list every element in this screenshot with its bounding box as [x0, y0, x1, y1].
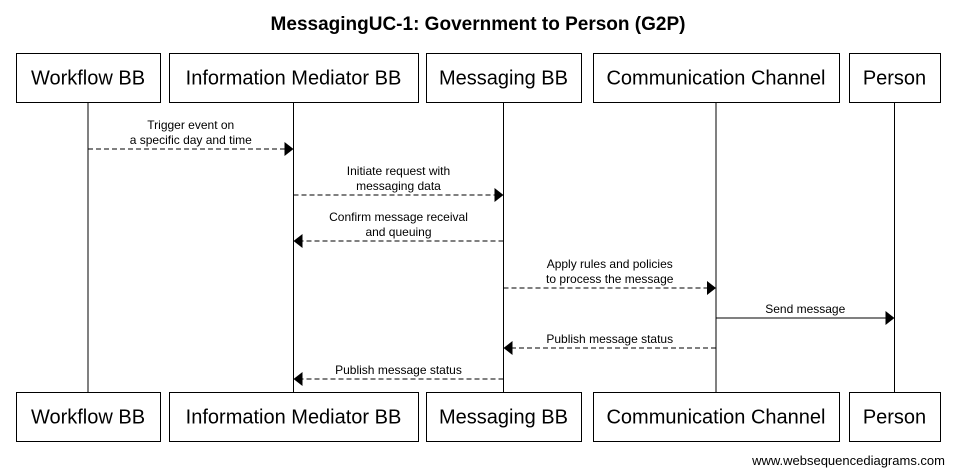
participant-label: Person: [863, 68, 926, 90]
arrowhead: [284, 142, 294, 156]
participant-person-bottom: Person: [849, 392, 941, 442]
participant-label: Messaging BB: [439, 68, 568, 90]
participant-box: [16, 53, 161, 103]
arrowhead: [494, 188, 504, 202]
participant-label: Messaging BB: [439, 407, 568, 429]
participant-person-top: Person: [849, 53, 941, 103]
arrowhead: [885, 311, 895, 325]
participant-box: [849, 392, 941, 442]
participants: Workflow BB Workflow BB Information Mediat…: [16, 53, 941, 442]
participant-label: Information Mediator BB: [186, 68, 402, 90]
message-label: a specific day and time: [130, 133, 252, 147]
messages: Trigger event ona specific day and timeI…: [88, 118, 895, 386]
participant-box: [593, 53, 840, 103]
participant-channel-bottom: Communication Channel: [593, 392, 840, 442]
message-label: Publish message status: [335, 363, 462, 377]
participant-messaging-top: Messaging BB: [426, 53, 582, 103]
participant-label: Communication Channel: [606, 68, 825, 90]
participant-box: [593, 392, 840, 442]
arrowhead: [503, 341, 513, 355]
message-5: Send message: [716, 302, 895, 325]
message-label: messaging data: [356, 179, 441, 193]
participant-messaging-bottom: Messaging BB: [426, 392, 582, 442]
message-7: Publish message status: [293, 363, 504, 386]
message-label: Confirm message receival: [329, 210, 468, 224]
message-label: and queuing: [365, 225, 431, 239]
participant-channel-top: Communication Channel: [593, 53, 840, 103]
participant-label: Person: [863, 407, 926, 429]
participant-box: [849, 53, 941, 103]
participant-im-top: Information Mediator BB: [169, 53, 419, 103]
participant-box: [16, 392, 161, 442]
participant-im-bottom: Information Mediator BB: [169, 392, 419, 442]
participant-box: [426, 392, 582, 442]
arrowhead: [293, 372, 303, 386]
message-1: Trigger event ona specific day and time: [88, 118, 294, 156]
message-label: Send message: [765, 302, 845, 316]
message-6: Publish message status: [503, 332, 716, 355]
footer-credit: www.websequencediagrams.com: [751, 453, 945, 468]
lifelines: [87, 102, 895, 392]
arrowhead: [293, 234, 303, 248]
message-label: Initiate request with: [347, 164, 450, 178]
participant-box: [426, 53, 582, 103]
message-label: Publish message status: [546, 332, 673, 346]
participant-label: Workflow BB: [31, 68, 145, 90]
participant-box: [169, 392, 419, 442]
participant-box: [169, 53, 419, 103]
participant-workflow-bottom: Workflow BB: [16, 392, 161, 442]
message-label: to process the message: [546, 272, 674, 286]
participant-label: Workflow BB: [31, 407, 145, 429]
participant-label: Communication Channel: [606, 407, 825, 429]
message-label: Trigger event on: [147, 118, 234, 132]
diagram-title: MessagingUC-1: Government to Person (G2P…: [271, 14, 686, 35]
participant-workflow-top: Workflow BB: [16, 53, 161, 103]
arrowhead: [707, 281, 716, 295]
message-label: Apply rules and policies: [547, 257, 673, 271]
participant-label: Information Mediator BB: [186, 407, 402, 429]
